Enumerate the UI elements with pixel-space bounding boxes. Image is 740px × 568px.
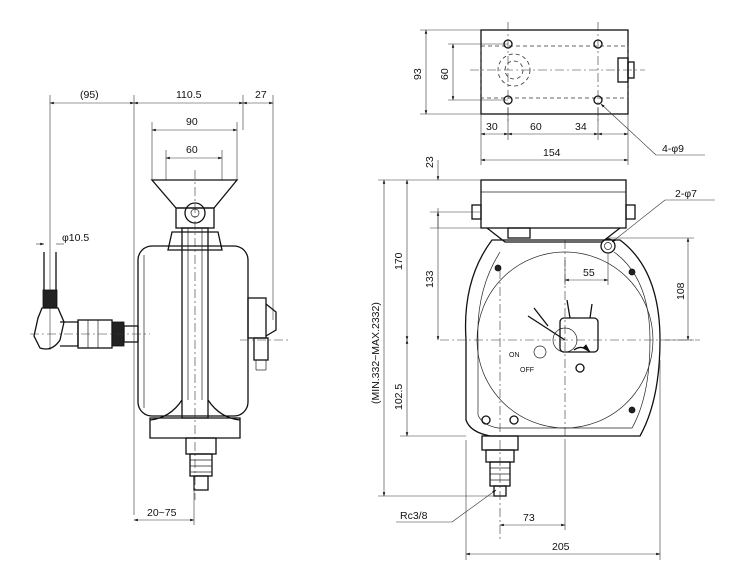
dim-phi-10-5: φ10.5	[62, 232, 89, 244]
dim-60-top-vertical: 60	[439, 68, 451, 80]
dim-60-side: 60	[186, 144, 198, 156]
dim-34: 34	[575, 121, 587, 133]
dim-23: 23	[424, 156, 436, 168]
dim-20-75: 20~75	[147, 507, 177, 519]
switch-on-label: ON	[509, 352, 520, 359]
dim-4-phi-9: 4-φ9	[662, 143, 684, 155]
dim-108: 108	[675, 282, 687, 300]
dim-90: 90	[186, 116, 198, 128]
side-view: (95) 110.5 27 90 60	[30, 89, 290, 525]
dim-102-5: 102.5	[393, 384, 405, 410]
dim-154: 154	[543, 147, 561, 159]
front-view: ON OFF 23 170 133 102.5 (MIN.	[370, 156, 715, 560]
top-view: 93 60 30 60 34 154 4-φ9	[412, 22, 705, 165]
switch-off-label: OFF	[520, 367, 534, 374]
dim-range: (MIN.332~MAX.2332)	[370, 302, 382, 404]
dim-205: 205	[552, 541, 570, 553]
dim-95: (95)	[80, 89, 99, 101]
dim-30: 30	[486, 121, 498, 133]
dim-55: 55	[583, 267, 595, 279]
dim-73: 73	[523, 512, 535, 524]
dim-133: 133	[424, 270, 436, 288]
dim-27: 27	[255, 89, 267, 101]
dim-60-top-horizontal: 60	[530, 121, 542, 133]
dim-93: 93	[412, 68, 424, 80]
dim-2-phi-7: 2-φ7	[675, 188, 697, 200]
dim-110-5: 110.5	[176, 89, 202, 101]
dim-170: 170	[393, 252, 405, 270]
dim-rc-3-8: Rc3/8	[400, 510, 428, 522]
